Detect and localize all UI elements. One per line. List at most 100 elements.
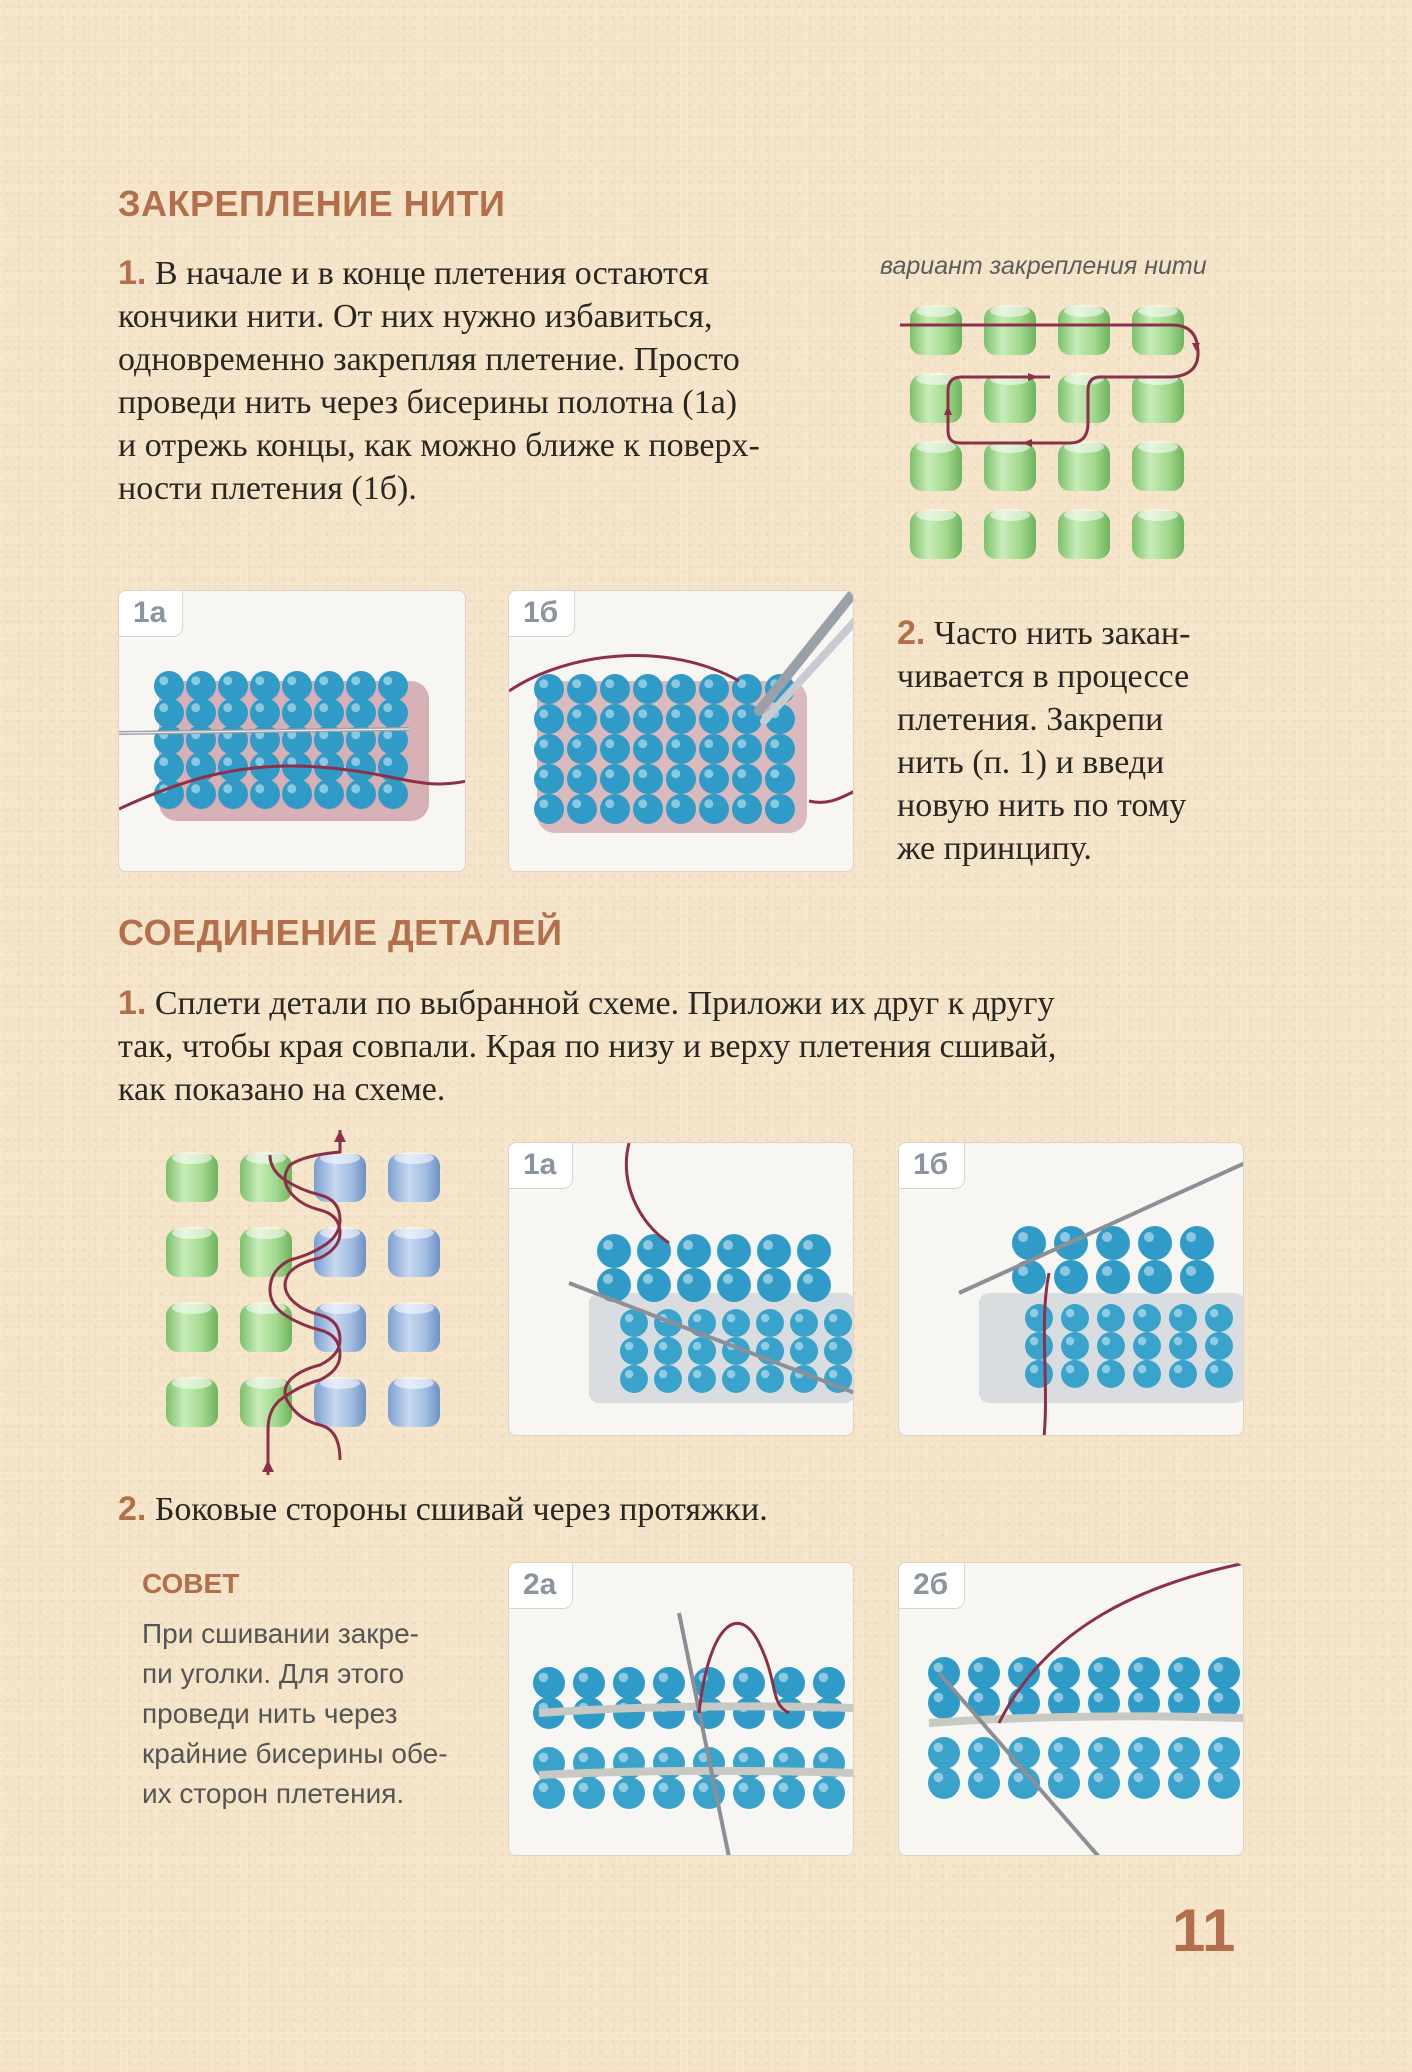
seed-bead <box>1048 1737 1080 1769</box>
seed-bead <box>732 734 762 764</box>
seed-bead <box>346 671 376 701</box>
seed-bead <box>154 698 184 728</box>
seed-bead <box>218 752 248 782</box>
text-line: В начале и в конце плетения остаются <box>154 255 710 292</box>
seed-bead <box>282 698 312 728</box>
tip-title: СОВЕТ <box>142 1568 240 1599</box>
seed-bead <box>1008 1767 1040 1799</box>
seed-bead <box>968 1767 1000 1799</box>
seed-bead <box>314 779 344 809</box>
seed-bead <box>534 674 564 704</box>
green-bead <box>910 509 962 559</box>
text-line: так, чтобы края совпали. Края по низу и … <box>118 1028 1057 1065</box>
seed-bead <box>1205 1304 1233 1332</box>
seed-bead <box>613 1777 645 1809</box>
seed-bead <box>928 1687 960 1719</box>
green-bead <box>910 305 962 355</box>
photo-label: 1б <box>899 1143 966 1189</box>
seed-bead <box>1168 1767 1200 1799</box>
blue-bead <box>314 1377 366 1427</box>
seed-bead <box>722 1365 750 1393</box>
seed-bead <box>688 1337 716 1365</box>
seed-bead <box>186 725 216 755</box>
seed-bead <box>677 1234 711 1268</box>
seed-bead <box>633 734 663 764</box>
seed-bead <box>600 734 630 764</box>
blue-bead <box>388 1152 440 1202</box>
seed-bead <box>567 734 597 764</box>
seed-bead <box>597 1234 631 1268</box>
text-line: крайние бисерины обе- <box>142 1738 448 1769</box>
seed-bead <box>732 674 762 704</box>
seed-bead <box>250 779 280 809</box>
photo-1a-thread-pass: 1а <box>118 590 466 872</box>
seed-bead <box>928 1737 960 1769</box>
seed-bead <box>282 671 312 701</box>
seed-bead <box>928 1767 960 1799</box>
green-bead <box>240 1152 292 1202</box>
seed-bead <box>1133 1332 1161 1360</box>
green-bead <box>1058 305 1110 355</box>
text-line: плетения. Закрепи <box>897 701 1164 738</box>
seed-bead <box>573 1667 605 1699</box>
seed-bead <box>1128 1657 1160 1689</box>
seed-bead <box>346 779 376 809</box>
seed-bead <box>154 671 184 701</box>
seed-bead <box>717 1268 751 1302</box>
photo-label: 1б <box>509 591 576 637</box>
seed-bead <box>1180 1226 1214 1260</box>
seed-bead <box>666 704 696 734</box>
green-bead <box>910 373 962 423</box>
green-bead <box>166 1302 218 1352</box>
green-bead <box>240 1302 292 1352</box>
seed-bead <box>534 734 564 764</box>
green-bead <box>1132 305 1184 355</box>
step-number: 1. <box>118 984 147 1022</box>
green-bead <box>166 1377 218 1427</box>
seed-bead <box>637 1268 671 1302</box>
seed-bead <box>732 764 762 794</box>
seed-bead <box>797 1268 831 1302</box>
photo-2b-side-joining: 2б <box>898 1562 1244 1856</box>
tip-body: При сшивании закре- пи уголки. Для этого… <box>142 1614 482 1814</box>
text-line: Боковые стороны сшивай через протяжки. <box>154 1491 768 1528</box>
text-line: как показано на схеме. <box>118 1071 446 1108</box>
seed-bead <box>1208 1657 1240 1689</box>
seed-bead <box>1008 1657 1040 1689</box>
seed-bead <box>597 1268 631 1302</box>
seed-bead <box>773 1777 805 1809</box>
seed-bead <box>733 1667 765 1699</box>
text-line: кончики нити. От них нужно избавиться, <box>118 298 713 335</box>
blue-bead <box>388 1227 440 1277</box>
seed-bead <box>1048 1687 1080 1719</box>
seed-bead <box>573 1777 605 1809</box>
diagram-caption: вариант закрепления нити <box>880 252 1207 280</box>
seed-bead <box>699 734 729 764</box>
blue-bead <box>314 1152 366 1202</box>
seed-bead <box>637 1234 671 1268</box>
step2-paragraph: 2. Часто нить закан- чивается в процессе… <box>897 612 1257 870</box>
seed-bead <box>693 1667 725 1699</box>
page-number: 11 <box>1172 1897 1236 1964</box>
seed-bead <box>314 671 344 701</box>
green-bead <box>1132 373 1184 423</box>
seed-bead <box>250 671 280 701</box>
text-line: Часто нить закан- <box>933 615 1191 652</box>
seed-bead <box>653 1667 685 1699</box>
seed-bead <box>654 1337 682 1365</box>
green-bead <box>166 1152 218 1202</box>
seed-bead <box>1128 1767 1160 1799</box>
seed-bead <box>699 674 729 704</box>
seed-bead <box>1096 1226 1130 1260</box>
green-bead <box>1058 441 1110 491</box>
photo-label: 1а <box>119 591 184 637</box>
seed-bead <box>1088 1767 1120 1799</box>
text-line: же принципу. <box>897 830 1092 867</box>
seed-bead <box>1180 1260 1214 1294</box>
seed-bead <box>1138 1260 1172 1294</box>
photo-2a-side-joining: 2а <box>508 1562 854 1856</box>
seed-bead <box>314 698 344 728</box>
seed-bead <box>666 734 696 764</box>
text-line: одновременно закрепляя плетение. Просто <box>118 341 740 378</box>
seed-bead <box>1097 1332 1125 1360</box>
